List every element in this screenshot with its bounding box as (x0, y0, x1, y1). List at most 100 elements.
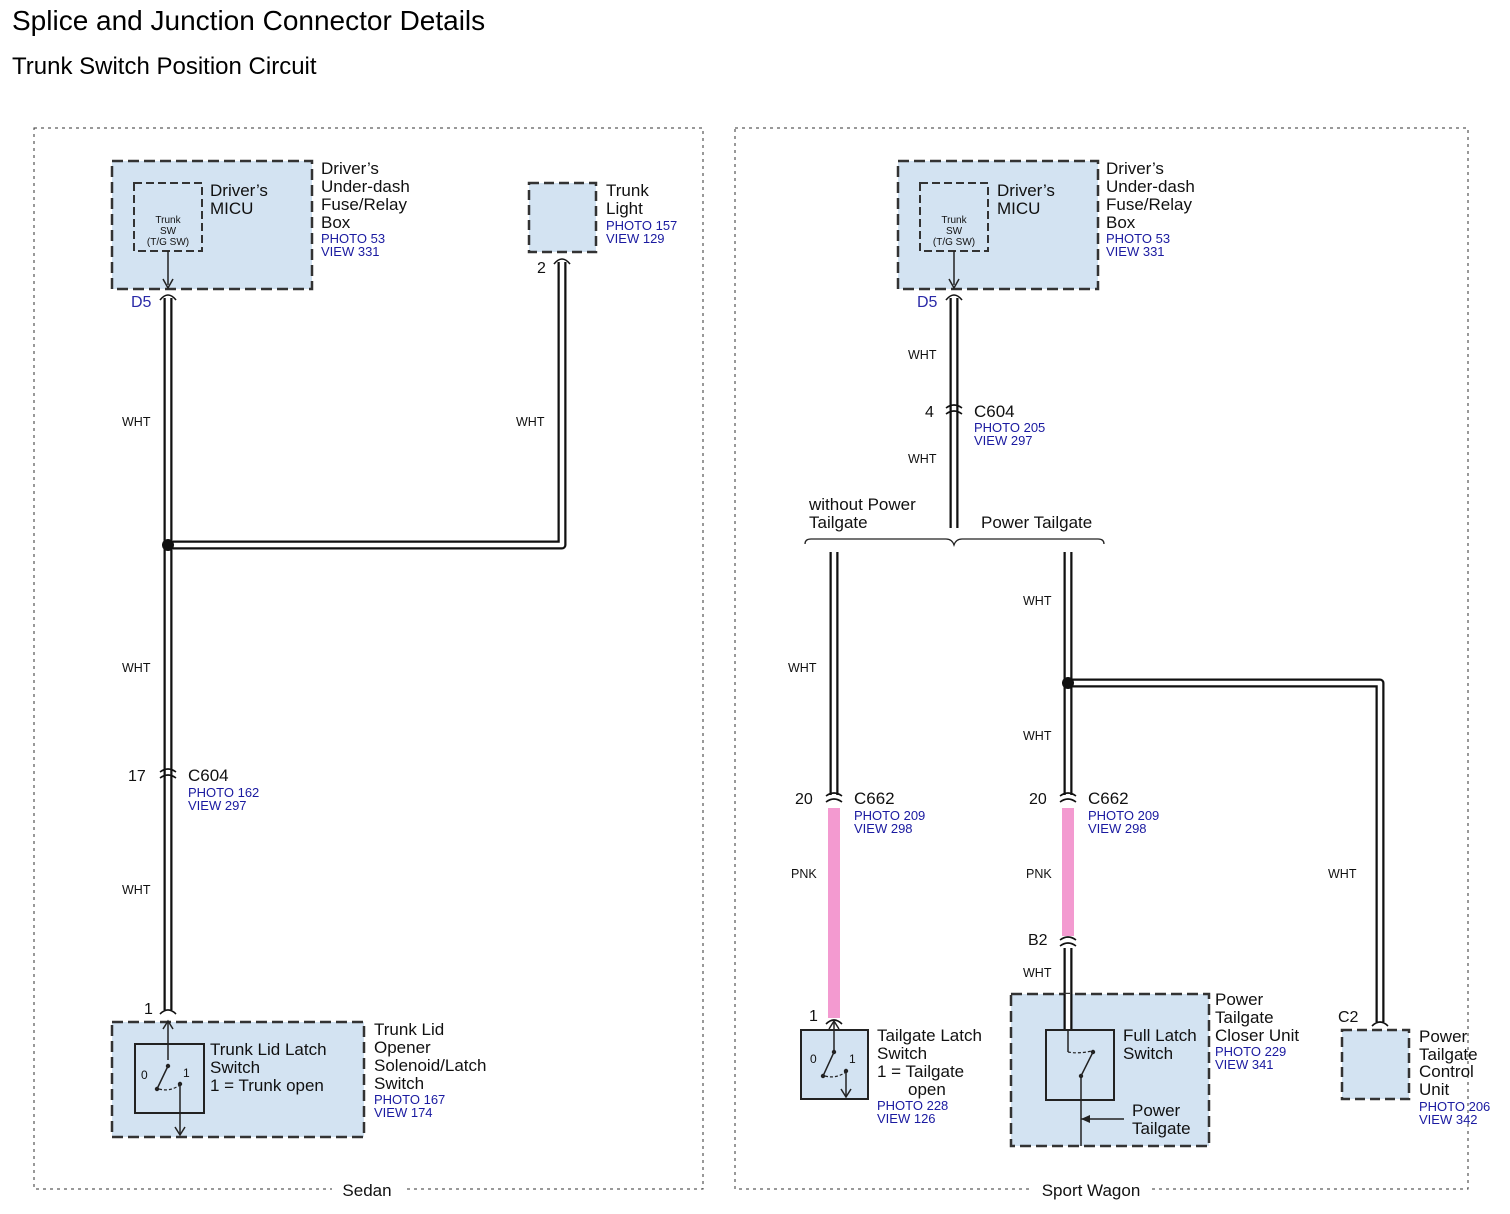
sedan-c604-pin: 17 (128, 768, 146, 785)
sedan-fuse-label-4: Box (321, 213, 351, 232)
sedan-latch-label-3: 1 = Trunk open (210, 1076, 324, 1095)
sedan-solenoid-photo: PHOTO 167 (374, 1092, 445, 1107)
wagon-tailgate-latch-pin: 1 (809, 1008, 818, 1025)
wagon-option-brackets: without Power Tailgate Power Tailgate (804, 495, 1105, 548)
sedan-solenoid-label-1: Trunk Lid (374, 1020, 444, 1039)
wagon-closer-label-3: Closer Unit (1215, 1026, 1299, 1045)
wagon-left-pnk-wire (828, 808, 840, 1018)
sedan-micu-label-1: Driver’s (210, 181, 268, 200)
wagon-fuse-view: VIEW 331 (1106, 244, 1165, 259)
wagon-wire-label-top1: WHT (908, 348, 937, 362)
sedan-d5-cap (159, 294, 177, 301)
wagon-panel: Sport Wagon Trunk SW (T/G SW) Driver’s M… (734, 127, 1490, 1200)
sedan-fuse-photo: PHOTO 53 (321, 231, 385, 246)
wagon-wire-label-b2: WHT (1023, 966, 1052, 980)
wagon-c662-mid-view: VIEW 298 (1088, 821, 1147, 836)
sedan-c604-name: C604 (188, 766, 229, 785)
sedan-solenoid-arrow-up-icon (162, 1019, 174, 1030)
wagon-micu-switch-box (919, 182, 989, 252)
wagon-c604-name: C604 (974, 402, 1015, 421)
wagon-option-with: Power Tailgate (981, 513, 1092, 532)
wagon-b2-connector: B2 (1028, 932, 1077, 949)
wagon-c662-left-connector: 20 C662 PHOTO 209 VIEW 298 (795, 789, 925, 836)
wagon-fuse-label-1: Driver’s (1106, 159, 1164, 178)
sedan-solenoid-label-2: Opener (374, 1038, 431, 1057)
wagon-option-without-2: Tailgate (809, 513, 868, 532)
sedan-trunk-lid-solenoid: 1 0 1 Trunk Lid Latch Switch 1 = Trunk o… (110, 1001, 486, 1139)
wagon-mid-pnk-wire (1062, 808, 1074, 936)
wagon-latch-arrow-down-icon (840, 1088, 852, 1099)
wagon-full-latch-label-1: Full Latch (1123, 1026, 1197, 1045)
sedan-c604-photo: PHOTO 162 (188, 785, 259, 800)
wagon-control-view: VIEW 342 (1419, 1112, 1478, 1127)
wagon-panel-border (734, 127, 1469, 1190)
wagon-fuse-relay-box: Trunk SW (T/G SW) Driver’s MICU Driver’s… (896, 159, 1195, 311)
wagon-fuse-label-4: Box (1106, 213, 1136, 232)
wagon-full-latch-switch-box (1045, 1029, 1115, 1101)
sedan-solenoid-arrow-down-icon (174, 1126, 186, 1137)
wagon-full-latch-blade (1080, 1051, 1094, 1077)
wagon-power-tailgate-label-2: Tailgate (1132, 1119, 1191, 1138)
wagon-latch-view: VIEW 126 (877, 1111, 936, 1126)
sedan-c604-connector: 17 C604 PHOTO 162 VIEW 297 (128, 766, 259, 813)
wagon-latch-pos0: 0 (810, 1052, 817, 1066)
sedan-switch-pos1: 1 (183, 1066, 190, 1080)
wagon-micu-label-2: MICU (997, 199, 1040, 218)
wagon-control-label-1: Power (1419, 1027, 1468, 1046)
wagon-c662-left-name: C662 (854, 789, 895, 808)
sedan-c604-view: VIEW 297 (188, 798, 247, 813)
wagon-c662-left-view: VIEW 298 (854, 821, 913, 836)
wagon-latch-label-1: Tailgate Latch (877, 1026, 982, 1045)
sedan-switch-pos0: 0 (141, 1068, 148, 1082)
sedan-wire-label-4: WHT (122, 883, 151, 897)
wagon-c604-connector: 4 C604 PHOTO 205 VIEW 297 (925, 402, 1045, 448)
page-subtitle: Trunk Switch Position Circuit (12, 53, 317, 80)
sedan-solenoid-label-3: Solenoid/Latch (374, 1056, 486, 1075)
wagon-pin-d5: D5 (917, 294, 938, 311)
sedan-fuse-label-3: Fuse/Relay (321, 195, 407, 214)
wagon-control-pin: C2 (1338, 1009, 1359, 1026)
sedan-pin-d5: D5 (131, 294, 152, 311)
sedan-solenoid-view: VIEW 174 (374, 1105, 433, 1120)
wagon-c662-mid-photo: PHOTO 209 (1088, 808, 1159, 823)
wagon-wire-label-pnk-mid: PNK (1026, 867, 1052, 881)
sedan-micu-switch-box (133, 182, 203, 252)
wagon-wire-label-mid1: WHT (1023, 594, 1052, 608)
trunk-light-label-1: Trunk (606, 181, 649, 200)
wagon-micu-arrow-icon (948, 278, 960, 290)
sedan-switch-blade (156, 1065, 169, 1090)
wagon-c662-mid-name: C662 (1088, 789, 1129, 808)
wagon-full-latch-label-2: Switch (1123, 1044, 1173, 1063)
wagon-wire-label-right: WHT (1328, 867, 1357, 881)
sedan-fuse-view: VIEW 331 (321, 244, 380, 259)
wagon-c662-mid-connector: 20 C662 PHOTO 209 VIEW 298 (1029, 789, 1159, 836)
wagon-sw-label-1: Trunk (941, 215, 967, 226)
sedan-solenoid-pin: 1 (144, 1001, 153, 1018)
trunk-light-cap (553, 258, 571, 265)
wagon-c662-left-photo: PHOTO 209 (854, 808, 925, 823)
wagon-tailgate-latch-switch: 1 0 1 Tailgate Latch Switch 1 = Tailgate… (800, 1008, 982, 1126)
trunk-light-label-2: Light (606, 199, 643, 218)
sedan-label-bg (332, 1180, 404, 1198)
wagon-control-unit: C2 Power Tailgate Control Unit PHOTO 206… (1338, 1009, 1490, 1127)
wagon-closer-label-1: Power (1215, 990, 1264, 1009)
wagon-wire-label-mid2: WHT (1023, 729, 1052, 743)
wagon-control-photo: PHOTO 206 (1419, 1099, 1490, 1114)
page-title: Splice and Junction Connector Details (12, 5, 485, 36)
wagon-closer-unit: Full Latch Switch Power Tailgate Power T… (1009, 990, 1299, 1148)
wagon-fuse-label-3: Fuse/Relay (1106, 195, 1192, 214)
wagon-right-wht-wire (1068, 678, 1385, 1022)
trunk-light-pin: 2 (537, 260, 546, 277)
wagon-control-label-3: Control (1419, 1062, 1474, 1081)
wagon-latch-label-4: open (908, 1080, 946, 1099)
wagon-closer-view: VIEW 341 (1215, 1057, 1274, 1072)
wagon-micu-label-1: Driver’s (997, 181, 1055, 200)
sedan-solenoid-label-4: Switch (374, 1074, 424, 1093)
sedan-sw-label-3: (T/G SW) (147, 237, 189, 248)
wagon-power-tailgate-arrow-icon (1081, 1115, 1090, 1123)
sedan-wires (163, 262, 567, 1010)
sedan-wire-label-2: WHT (516, 415, 545, 429)
wagon-c604-view: VIEW 297 (974, 433, 1033, 448)
wagon-fuse-photo: PHOTO 53 (1106, 231, 1170, 246)
